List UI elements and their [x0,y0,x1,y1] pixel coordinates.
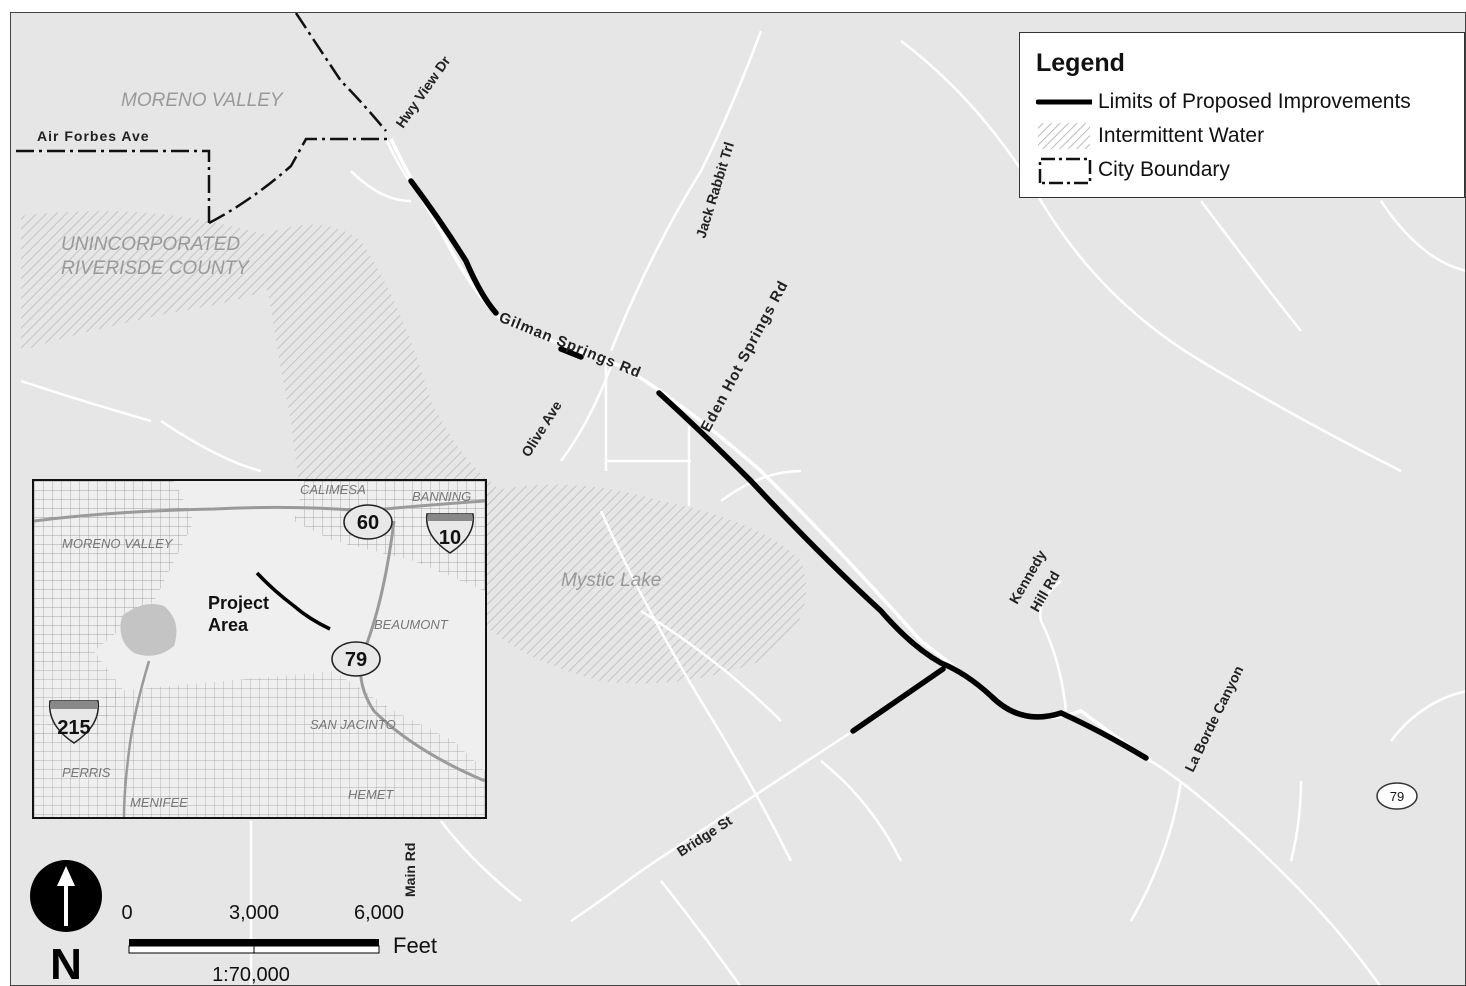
interstate-215-shield-icon: 215 [48,700,100,744]
legend-box: Legend Limits of Proposed Improvements I… [1019,32,1465,198]
north-arrow-icon: N [30,860,102,986]
svg-text:10: 10 [439,527,461,549]
inset-city-menifee: MENIFEE [130,795,188,810]
proposed-improvements [408,178,1149,761]
scale-bar: 0 3,000 6,000 Feet 1:70,000 [121,902,437,986]
route-79-shield: 79 [1376,782,1418,810]
inset-city-san-jacinto: SAN JACINTO [310,717,396,732]
riverside-county-label: RIVERISDE COUNTY [61,258,250,279]
scale-tick-3000: 3,000 [229,902,279,924]
route-60-shield-icon: 60 [343,504,393,540]
air-forbes-ave-label: Air Forbes Ave [37,128,150,144]
inset-city-beaumont: BEAUMONT [374,617,449,632]
inset-map-svg: CALIMESA BANNING MORENO VALLEY BEAUMONT … [34,481,485,817]
legend-item-boundary: City Boundary [1036,155,1456,185]
inset-city-moreno-valley: MORENO VALLEY [62,536,174,551]
hatch-swatch-icon [1038,123,1090,149]
main-rd-label: Main Rd [402,843,418,897]
legend-item-improvements: Limits of Proposed Improvements [1036,87,1456,117]
inset-city-hemet: HEMET [348,787,395,802]
legend-label-boundary: City Boundary [1098,158,1230,181]
unincorporated-label: UNINCORPORATED [61,234,240,255]
svg-text:79: 79 [345,649,367,671]
city-boundary [16,13,389,225]
scale-tick-0: 0 [121,902,132,924]
svg-text:79: 79 [1390,789,1404,804]
svg-text:60: 60 [357,512,379,534]
svg-text:215: 215 [57,717,90,739]
legend-label-improvements: Limits of Proposed Improvements [1098,90,1411,113]
project-area-label: Project [208,593,269,613]
interstate-10-shield-icon: 10 [425,513,475,554]
scale-ratio: 1:70,000 [212,964,290,986]
moreno-valley-label: MORENO VALLEY [121,90,284,111]
legend-item-water: Intermittent Water [1036,121,1456,151]
svg-text:N: N [50,940,82,986]
legend-label-water: Intermittent Water [1098,124,1265,147]
project-area-label-2: Area [208,615,249,635]
mystic-lake-label: Mystic Lake [561,570,661,591]
legend-title: Legend [1036,49,1125,77]
inset-city-banning: BANNING [412,489,471,504]
boundary-swatch-icon [1038,157,1092,185]
inset-city-calimesa: CALIMESA [300,482,366,497]
thick-line-icon [1036,99,1092,105]
scale-unit: Feet [393,933,437,958]
scale-tick-6000: 6,000 [354,902,404,924]
inset-map[interactable]: CALIMESA BANNING MORENO VALLEY BEAUMONT … [32,479,487,819]
inset-city-perris: PERRIS [62,765,111,780]
route-79-shield-icon: 79 [331,641,381,677]
